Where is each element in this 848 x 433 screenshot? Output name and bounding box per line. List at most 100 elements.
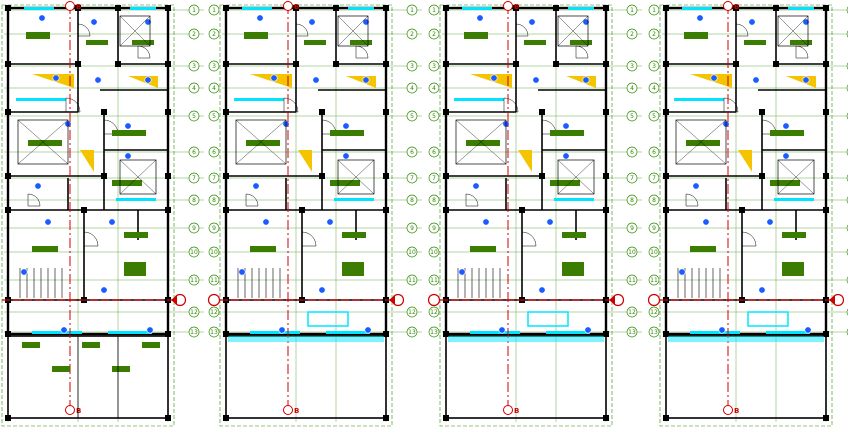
door-swing <box>465 193 479 207</box>
bed-diagonal <box>337 15 369 47</box>
axis-bubble-left <box>428 28 440 40</box>
room-tag <box>342 152 350 160</box>
structural-column <box>823 109 829 115</box>
axis-number: 6 <box>410 149 414 156</box>
room-tag <box>108 218 116 226</box>
axis-bubble <box>188 146 200 158</box>
axis-number-left: 8 <box>432 197 436 204</box>
axis-bubble-left <box>428 110 440 122</box>
bed-diagonal <box>119 159 157 195</box>
structural-column <box>5 207 11 213</box>
furniture <box>550 180 580 186</box>
structural-column <box>603 173 609 179</box>
room-tag <box>312 76 320 84</box>
section-marker-top <box>503 1 513 11</box>
section-marker-left <box>647 293 661 307</box>
bed-outline <box>675 119 727 165</box>
bed-outline <box>455 119 507 165</box>
section-label-bottom: B <box>734 407 739 415</box>
door-swing <box>137 45 151 59</box>
bed-outline <box>557 15 589 47</box>
furniture <box>244 32 268 39</box>
axis-bubble <box>406 28 418 40</box>
structural-column <box>75 5 81 11</box>
axis-number-left: 10 <box>210 249 218 256</box>
structural-column <box>443 5 449 11</box>
structural-column <box>443 415 449 421</box>
window <box>242 7 272 10</box>
room-tag <box>308 18 316 26</box>
axis-number-left: 8 <box>212 197 216 204</box>
window <box>774 198 814 201</box>
axis-bubble <box>188 222 200 234</box>
bed-outline <box>777 15 809 47</box>
structural-column <box>5 173 11 179</box>
bed-outline <box>119 159 157 195</box>
axis-bubble-left <box>208 246 220 258</box>
stair-flight <box>250 74 292 88</box>
axis-number: 13 <box>190 329 198 336</box>
room-tag <box>94 76 102 84</box>
room-tag <box>490 74 498 82</box>
structural-column <box>223 415 229 421</box>
structural-column <box>603 207 609 213</box>
furniture <box>770 180 800 186</box>
furniture <box>330 130 364 136</box>
room-tag <box>256 14 264 22</box>
room-tag <box>562 122 570 130</box>
door-swing <box>65 97 81 113</box>
structural-column <box>663 415 669 421</box>
structural-column <box>81 207 87 213</box>
room-tag <box>44 218 52 226</box>
window <box>108 331 152 334</box>
door-swing <box>283 97 299 113</box>
axis-bubble-left <box>208 146 220 158</box>
section-arrow <box>609 295 615 305</box>
structural-column <box>383 207 389 213</box>
axis-number-left: 2 <box>432 31 436 38</box>
property-boundary <box>439 4 613 427</box>
bed-diagonal <box>777 159 815 195</box>
section-label-top: B <box>514 3 519 11</box>
room-tag <box>758 286 766 294</box>
axis-number-left: 13 <box>650 329 658 336</box>
axis-number: 8 <box>410 197 414 204</box>
axis-bubble <box>406 146 418 158</box>
section-label-bottom: B <box>294 407 299 415</box>
axis-number: 9 <box>410 225 414 232</box>
axis-number-left: 12 <box>650 309 658 316</box>
structural-column <box>165 61 171 67</box>
room-tag <box>38 14 46 22</box>
axis-number-left: 6 <box>432 149 436 156</box>
section-arrow <box>829 295 835 305</box>
room-tag <box>326 218 334 226</box>
window <box>546 331 590 334</box>
balcony <box>747 311 789 327</box>
section-marker-bottom <box>283 405 293 415</box>
axis-bubble-left <box>648 222 660 234</box>
window <box>32 331 82 334</box>
section-marker-left <box>207 293 221 307</box>
axis-bubble <box>188 194 200 206</box>
axis-number-left: 10 <box>430 249 438 256</box>
balcony <box>527 311 569 327</box>
door-swing <box>355 45 369 59</box>
structural-column <box>603 5 609 11</box>
axis-bubble <box>406 326 418 338</box>
axis-number: 5 <box>192 113 196 120</box>
axis-number-left: 7 <box>432 175 436 182</box>
structural-column <box>333 5 339 11</box>
exterior-wall <box>6 6 170 336</box>
door-swing <box>515 23 529 37</box>
axis-bubble <box>406 82 418 94</box>
axis-number-left: 1 <box>212 7 216 14</box>
structural-column <box>299 207 305 213</box>
furniture <box>782 232 806 238</box>
room-tag <box>718 326 726 334</box>
axis-number: 4 <box>410 85 414 92</box>
axis-number: 10 <box>628 249 636 256</box>
furniture <box>464 32 488 39</box>
